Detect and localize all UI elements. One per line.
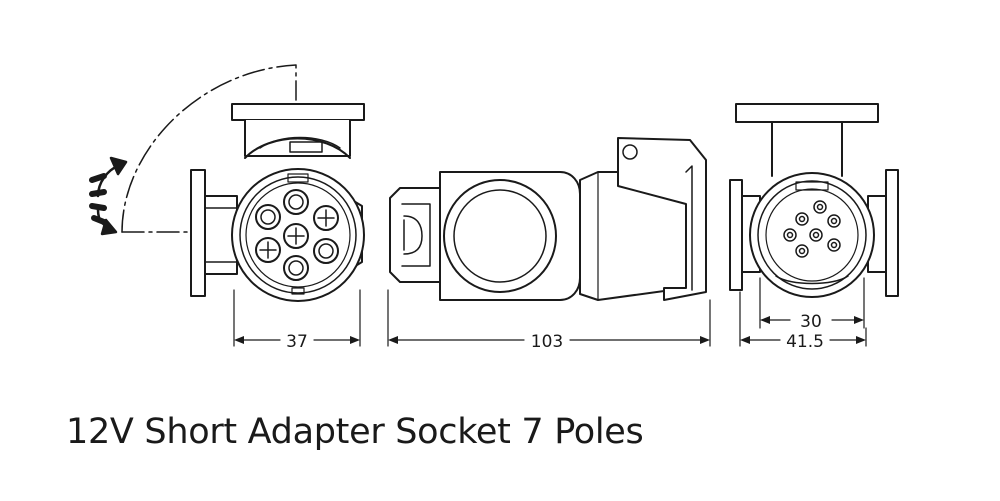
front-width-label: 37 bbox=[286, 332, 308, 352]
side-length-label: 103 bbox=[531, 332, 563, 352]
rotation-arc bbox=[121, 64, 297, 233]
rear-view bbox=[729, 103, 899, 347]
side-view bbox=[387, 137, 711, 347]
rear-pins bbox=[783, 200, 841, 258]
front-pin-holes bbox=[255, 189, 339, 281]
rotate-arrows-icon bbox=[89, 156, 128, 236]
front-view bbox=[89, 64, 365, 347]
rear-outer-label: 41.5 bbox=[786, 332, 824, 352]
rear-inner-label: 30 bbox=[800, 312, 822, 332]
diagram-caption: 12V Short Adapter Socket 7 Poles bbox=[66, 412, 644, 452]
